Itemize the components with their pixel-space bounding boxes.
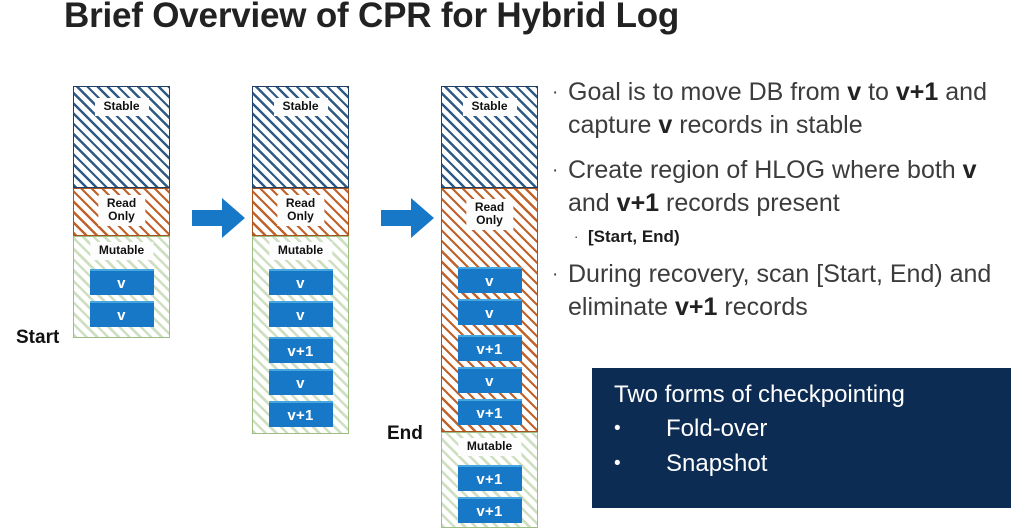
region-stable: Stable (73, 86, 170, 188)
region-read-only: Read Only (73, 188, 170, 236)
callout-bullet-dot-icon: • (614, 453, 621, 474)
callout-title: Two forms of checkpointing (614, 381, 905, 408)
diagram-column-middle: Stable Read Only Mutable v v v+1 v v+1 (252, 86, 349, 434)
callout-bullet-dot-icon: • (614, 418, 621, 439)
record-box: v (457, 367, 522, 393)
record-box: v (89, 269, 154, 295)
record-box: v+1 (457, 399, 522, 425)
record-box: v (268, 269, 333, 295)
record-box: v+1 (457, 497, 522, 523)
sub-bullet-start-end: · [Start, End) (574, 226, 1022, 248)
region-label-stable: Stable (273, 98, 328, 116)
bullet-item-create-region: · Create region of HLOG where both v and… (552, 154, 1022, 220)
region-mutable: Mutable v+1 v+1 (441, 432, 538, 528)
region-stable: Stable (441, 86, 538, 188)
checkpointing-callout: Two forms of checkpointing • Fold-over •… (592, 368, 1011, 508)
region-label-mutable: Mutable (268, 242, 333, 260)
diagram-column-start: Stable Read Only Mutable v v (73, 86, 170, 338)
bullet-item-recovery: · During recovery, scan [Start, End) and… (552, 258, 1022, 324)
bullet-dot-icon: · (552, 264, 559, 285)
region-label-read-only: Read Only (276, 195, 325, 226)
arrow-middle-to-end (381, 198, 434, 238)
record-box: v (457, 267, 522, 293)
record-box: v+1 (268, 401, 333, 427)
record-box: v+1 (268, 337, 333, 363)
record-box: v+1 (457, 465, 522, 491)
record-box: v (268, 369, 333, 395)
sub-bullet-dot-icon: · (574, 229, 579, 244)
region-mutable: Mutable v v v+1 v v+1 (252, 236, 349, 434)
caption-end: End (387, 423, 423, 444)
bullet-list: · Goal is to move DB from v to v+1 and c… (552, 76, 1022, 336)
region-stable: Stable (252, 86, 349, 188)
region-label-mutable: Mutable (89, 242, 154, 260)
bullet-text: During recovery, scan [Start, End) and e… (568, 260, 992, 321)
record-box: v (89, 301, 154, 327)
record-box: v (457, 299, 522, 325)
sub-bullet-text: [Start, End) (588, 227, 680, 246)
bullet-text: Goal is to move DB from v to v+1 and cap… (568, 78, 987, 139)
region-label-read-only: Read Only (97, 195, 146, 226)
callout-item-fold-over: • Fold-over (614, 411, 1011, 446)
bullet-dot-icon: · (552, 82, 559, 103)
region-label-stable: Stable (94, 98, 149, 116)
arrow-start-to-middle (192, 198, 245, 238)
region-read-only: Read Only v v v+1 v v+1 (441, 188, 538, 432)
region-mutable: Mutable v v (73, 236, 170, 338)
diagram-column-end: Stable Read Only v v v+1 v v+1 Mutable v… (441, 86, 538, 528)
region-label-mutable: Mutable (457, 438, 522, 456)
region-label-read-only: Read Only (465, 199, 514, 230)
bullet-text: Create region of HLOG where both v and v… (568, 156, 977, 217)
callout-item-snapshot: • Snapshot (614, 446, 1011, 481)
callout-item-label: Fold-over (666, 415, 768, 442)
region-label-stable: Stable (462, 98, 517, 116)
callout-item-label: Snapshot (666, 450, 768, 477)
region-read-only: Read Only (252, 188, 349, 236)
bullet-item-goal: · Goal is to move DB from v to v+1 and c… (552, 76, 1022, 142)
page-title: Brief Overview of CPR for Hybrid Log (64, 0, 680, 35)
caption-start: Start (16, 327, 60, 348)
bullet-dot-icon: · (552, 160, 559, 181)
record-box: v+1 (457, 335, 522, 361)
record-box: v (268, 301, 333, 327)
